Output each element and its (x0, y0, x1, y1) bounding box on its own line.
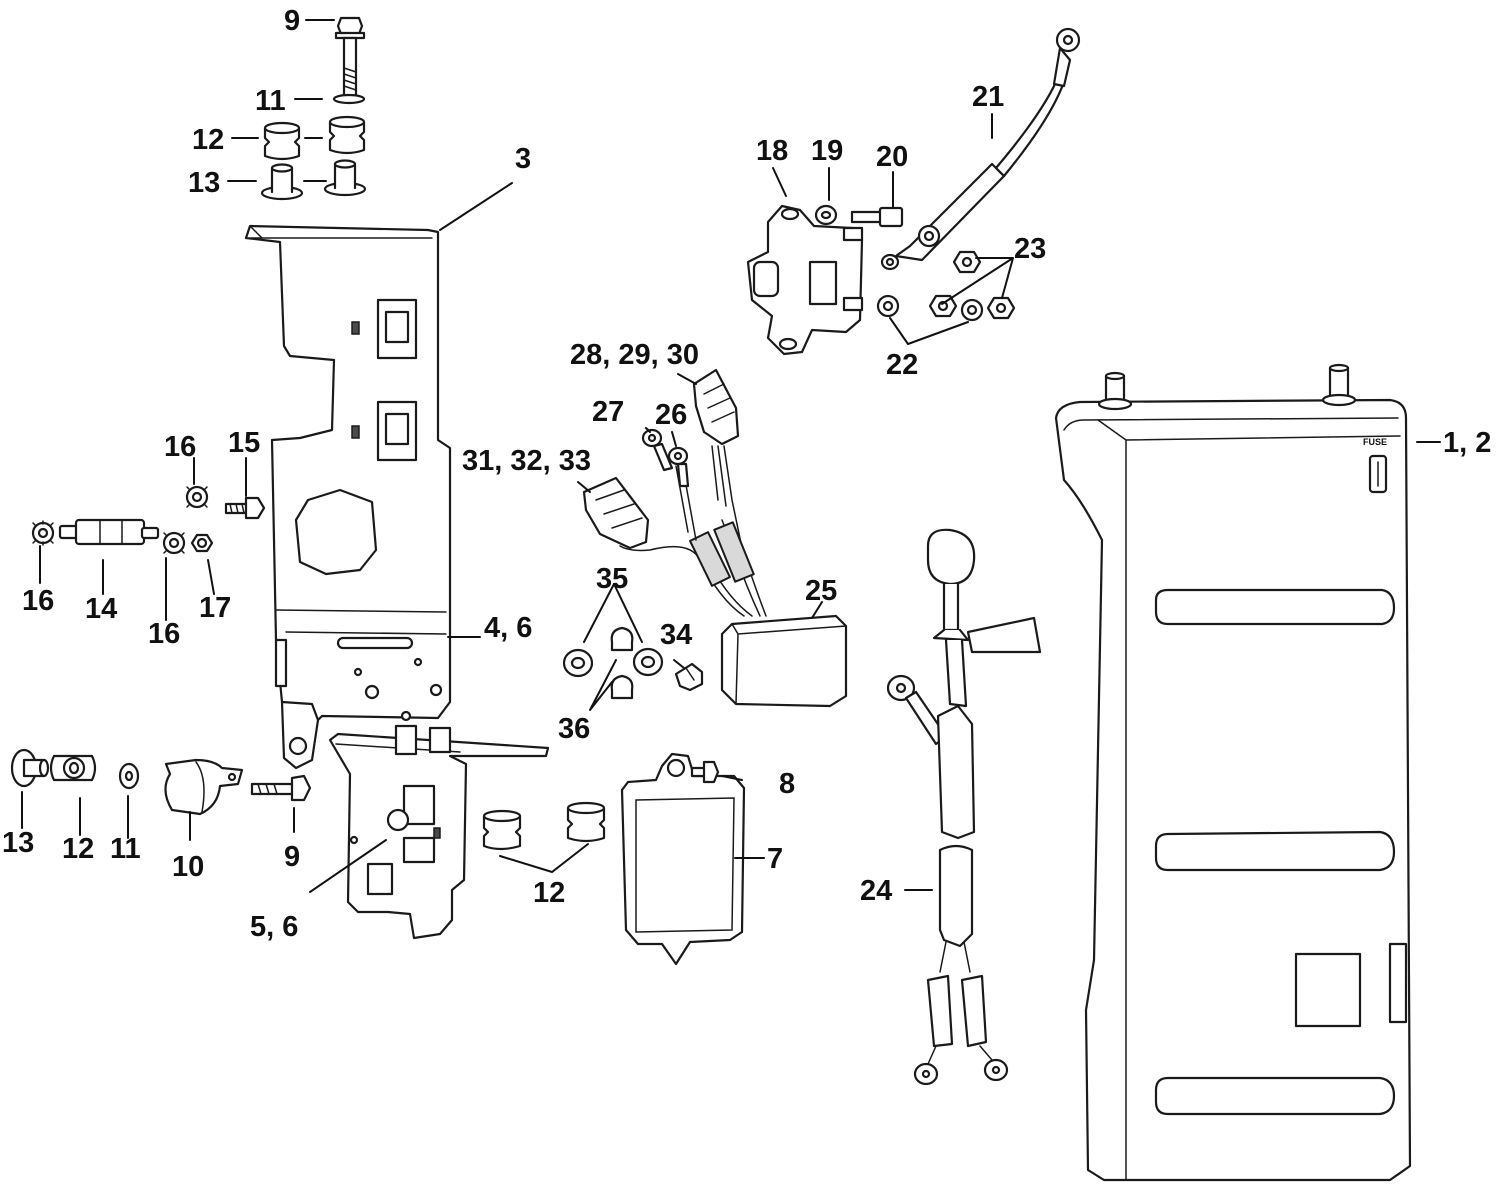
part-17-nut (190, 533, 214, 553)
part-35-grommets (562, 647, 664, 678)
callout-13-bottom: 13 (2, 827, 34, 859)
callout-10: 10 (172, 851, 204, 883)
callout-18: 18 (756, 135, 788, 167)
part-11-top-washer (332, 93, 366, 105)
callout-3: 3 (515, 143, 531, 175)
part-1-housing: FUSE (1054, 363, 1412, 1182)
part-13-bushing-bottom (10, 748, 50, 788)
part-16-star-washer-left (31, 520, 55, 546)
part-15-screw (224, 496, 266, 520)
callout-14: 14 (85, 593, 117, 625)
part-22-star-washers (876, 224, 984, 322)
part-16-star-washer-mid (162, 531, 186, 555)
callout-4-6: 4, 6 (484, 612, 532, 644)
housing-fuse-label: FUSE (1363, 437, 1387, 447)
callout-27: 27 (592, 396, 624, 428)
callout-22: 22 (886, 349, 918, 381)
part-10-clamp (164, 758, 244, 816)
part-20-bolt (850, 206, 904, 228)
part-28-connector (692, 368, 740, 446)
part-9-bolt-bottom (250, 774, 312, 802)
part-12-grommets-mid (482, 801, 606, 851)
part-3-main-bracket (244, 224, 452, 770)
callout-25: 25 (805, 575, 837, 607)
callout-21: 21 (972, 81, 1004, 113)
leader-lines (21, 19, 1441, 893)
part-16-star-washer-upper (185, 485, 209, 509)
part-36-plugs (610, 626, 634, 700)
callout-8: 8 (779, 768, 795, 800)
callout-16-upper: 16 (164, 431, 196, 463)
part-26-27-wire-harness (619, 428, 767, 617)
callout-5-6: 5, 6 (250, 911, 298, 943)
callout-23: 23 (1014, 233, 1046, 265)
part-34-clip (674, 662, 704, 692)
callouts: 9 11 12 13 3 1, 2 4, 6 5, 6 7 8 9 10 11 … (2, 5, 1491, 943)
callout-20: 20 (876, 141, 908, 173)
callout-9-top: 9 (284, 5, 300, 37)
part-19-washer (814, 204, 838, 226)
part-8-screw (690, 760, 720, 784)
part-31-connector (582, 476, 650, 550)
callout-13-top: 13 (188, 167, 220, 199)
callout-16-mid: 16 (148, 618, 180, 650)
callout-26: 26 (655, 399, 687, 431)
callout-34: 34 (660, 619, 692, 651)
callout-15: 15 (228, 427, 260, 459)
callout-1-2: 1, 2 (1443, 427, 1491, 459)
part-21-cable (880, 27, 1081, 271)
callout-16-left: 16 (22, 585, 54, 617)
part-24-battery-cable (886, 528, 1042, 1086)
callout-17: 17 (199, 592, 231, 624)
part-12-grommet-bottom (49, 754, 97, 782)
part-12-top-grommets (263, 115, 366, 161)
callout-9-bottom: 9 (284, 841, 300, 873)
part-14-standoff (58, 518, 160, 546)
part-25-module (720, 614, 848, 708)
part-5-lower-bracket (328, 724, 550, 940)
callout-19: 19 (811, 135, 843, 167)
callout-11-bottom: 11 (110, 833, 141, 865)
callout-35: 35 (596, 563, 628, 595)
part-9-top-bolt (334, 16, 366, 98)
callout-28-29-30: 28, 29, 30 (570, 339, 699, 371)
callout-12-mid: 12 (533, 877, 565, 909)
callout-7: 7 (767, 843, 783, 875)
callout-11-top: 11 (255, 85, 286, 117)
callout-12-bottom: 12 (62, 833, 94, 865)
callout-12-top: 12 (192, 124, 224, 156)
part-11-washer-bottom (118, 762, 140, 790)
part-18-solenoid (746, 204, 864, 356)
part-13-top-bushings (260, 159, 367, 201)
callout-31-32-33: 31, 32, 33 (462, 445, 591, 477)
callout-36: 36 (558, 713, 590, 745)
callout-24: 24 (860, 875, 892, 907)
part-7-cover (620, 752, 746, 966)
